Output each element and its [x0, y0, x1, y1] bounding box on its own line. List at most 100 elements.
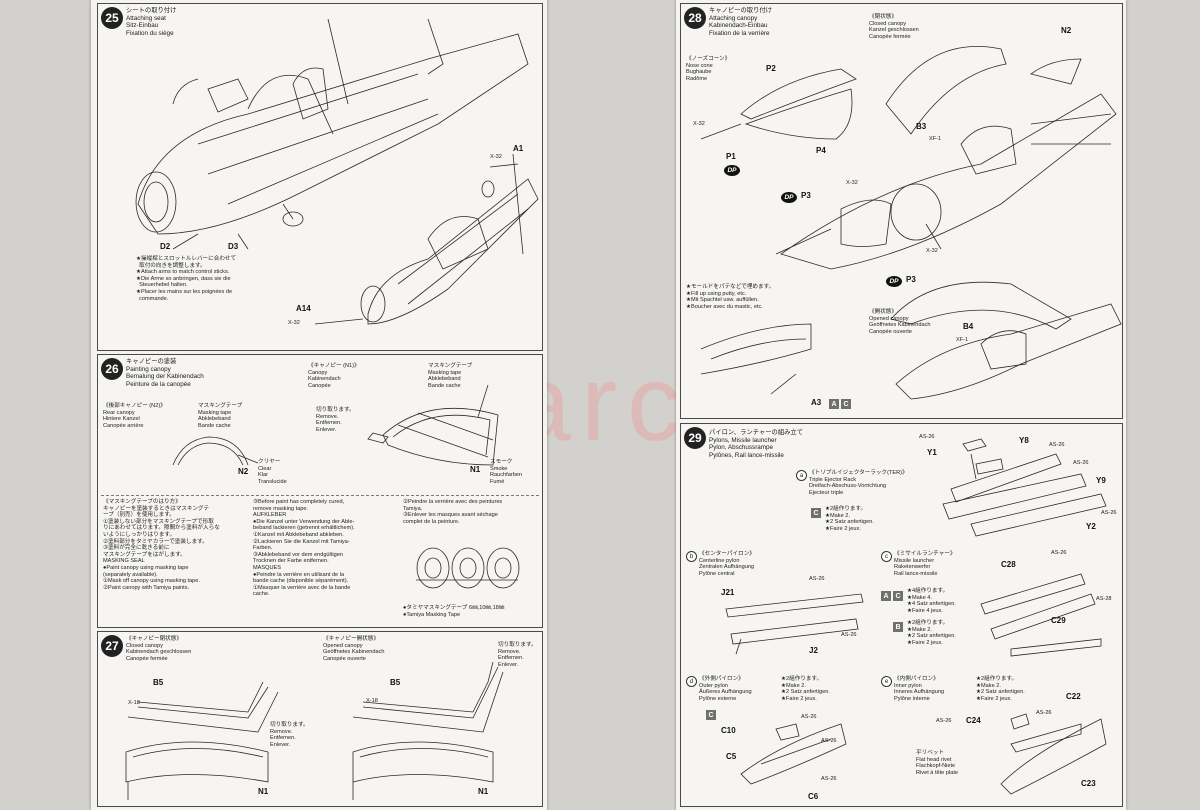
part-label-d3: D3 [228, 242, 239, 251]
opened-canopy-label: 《開状態》 Opened canopy Geöffnetes Kabinenda… [869, 309, 931, 335]
part-label-x32: X-32 [926, 248, 938, 254]
parts-tree-badge-c: C [893, 591, 903, 601]
parts-tree-badge-a: A [881, 591, 891, 601]
part-label-c22: C22 [1066, 692, 1081, 701]
step-number: 27 [101, 635, 123, 657]
masking-tape-label: マスキングテープ Masking tape Abklebeband Bande … [428, 363, 473, 389]
rivet-legend: 平リベット Flat head rivet Flachkopf-Niete Ri… [916, 750, 958, 776]
part-label-n2: N2 [238, 467, 249, 476]
outer-pylon-label: 《外側パイロン》 Outer pylon Äußeres Aufhängung … [699, 676, 752, 702]
part-label-p3: P3 [906, 275, 916, 284]
part-label-xf1: XF-1 [929, 136, 942, 142]
part-label-j21: J21 [721, 588, 735, 597]
part-label-as28: AS-28 [1096, 596, 1112, 602]
step-title: キャノピーの取り付け Attaching canopy Kabinendach-… [709, 7, 772, 37]
part-label-x32: X-32 [693, 121, 705, 127]
step-25-panel: 25 シートの取り付け Attaching seat Sitz-Einbau F… [97, 3, 543, 351]
rear-canopy-label: 《後部キャノピー (N2)》 Rear canopy Hintere Kanze… [103, 403, 166, 429]
make-note: ★2組作ります。 ★Make 2. ★2 Satz anfertigen. ★F… [825, 506, 874, 532]
sub-step-e: e [881, 676, 892, 687]
nose-cone-drawing [700, 45, 1122, 400]
divider [101, 495, 539, 496]
part-label-as26: AS-26 [1049, 442, 1065, 448]
part-label-n1: N1 [258, 787, 269, 796]
closed-canopy-label: 《キャノピー閉状態》 Closed canopy Kabinendach ges… [126, 636, 192, 662]
instruction-page-left: 25 シートの取り付け Attaching seat Sitz-Einbau F… [91, 0, 547, 810]
closed-canopy-label: 《閉状態》 Closed canopy Kanzel geschlossen C… [869, 14, 919, 40]
part-label-b3: B3 [916, 122, 927, 131]
cut-off-note: 切り取ります。 Remove. Entfernen. Enlever. [316, 407, 355, 433]
make-note: ★2組作ります。 ★Make 2. ★2 Satz anfertigen. ★F… [907, 620, 956, 646]
cut-off-note: 切り取ります。 Remove. Entfernen. Enlever. [270, 722, 309, 748]
part-label-c23: C23 [1081, 779, 1096, 788]
inner-pylon-label: 《内側パイロン》 Inner pylon Inneres Aufhängung … [894, 676, 945, 702]
part-label-as26: AS-26 [936, 718, 952, 724]
part-label-n1: N1 [478, 787, 489, 796]
part-label-y9: Y9 [1096, 476, 1106, 485]
sub-step-c: c [881, 551, 892, 562]
part-label-a3: A3 [811, 398, 822, 407]
step-number: 29 [684, 427, 706, 449]
part-label-as26: AS-26 [919, 434, 935, 440]
parts-tree-badge-a: A [829, 399, 839, 409]
instructions-col3: ②Peindre la verrière avec des peintures … [403, 499, 503, 525]
part-label-a14: A14 [296, 304, 311, 313]
make-note: ★2組作ります。 ★Make 2. ★2 Satz anfertigen. ★F… [976, 676, 1025, 702]
instructions-col2: ③Before paint has completely cured, remo… [253, 499, 355, 598]
canopy-drawing [172, 384, 499, 466]
part-label-x32: X-32 [490, 154, 502, 160]
part-label-c10: C10 [721, 726, 736, 735]
part-label-c24: C24 [966, 716, 981, 725]
cut-off-note: 切り取ります。 Remove. Entfernen. Enlever. [498, 642, 537, 668]
sub-step-b: b [686, 551, 697, 562]
part-label-as26: AS-26 [821, 776, 837, 782]
canopy-n1-label: 《キャノピー (N1)》 Canopy Kabinendach Canopée [308, 363, 360, 389]
attach-note: ★操縦桿とスロットルレバーに合わせて 取付の向きを調整します。 ★Attach … [136, 256, 237, 302]
make-note: ★4組作ります。 ★Make 4. ★4 Satz anfertigen. ★F… [907, 588, 956, 614]
part-label-x32: X-32 [288, 320, 300, 326]
putty-note: ★モールドをパテなどで埋めます。 ★Fill up using putty, e… [686, 284, 775, 310]
step-number: 28 [684, 7, 706, 29]
part-label-as26: AS-26 [801, 714, 817, 720]
step-26-panel: 26 キャノピーの塗装 Painting canopy Bemalung der… [97, 354, 543, 628]
part-label-as26: AS-26 [1036, 710, 1052, 716]
part-label-y1: Y1 [927, 448, 937, 457]
nose-cone-label: 《ノーズコーン》 Nose cone Bughaube Radôme [686, 56, 731, 82]
missile-launcher-label: 《ミサイルランチャー》 Missile launcher Raketenwerf… [894, 551, 956, 577]
part-label-b5: B5 [153, 678, 164, 687]
instructions-col1: 《マスキングテープのはり方》 キャノピーを塗装するときはマスキングテ ープ（別売… [103, 499, 220, 591]
part-label-as26: AS-26 [1073, 460, 1089, 466]
sub-step-a: a [796, 470, 807, 481]
part-label-c5: C5 [726, 752, 737, 761]
part-label-p1: P1 [726, 152, 736, 161]
dp-badge: DP [886, 276, 902, 287]
step-28-panel: 28 キャノピーの取り付け Attaching canopy Kabinenda… [680, 3, 1123, 419]
part-label-xf1: XF-1 [956, 337, 969, 343]
tamiya-tape-label: ●タミヤマスキングテープ 6㎜,10㎜,18㎜ ●Tamiya Masking … [403, 605, 505, 618]
smoke-label: スモーク Smoke Rauchfarben Fumé [490, 459, 523, 485]
ter-label: 《トリプルイジェクターラック(TER)》 Triple Ejector Rack… [809, 470, 908, 496]
step-title: シートの取り付け Attaching seat Sitz-Einbau Fixa… [126, 7, 177, 37]
part-label-b5: B5 [390, 678, 401, 687]
step-number: 26 [101, 358, 123, 380]
dp-badge: DP [724, 165, 740, 176]
clear-label: クリヤー Clear Klar Translucide [258, 459, 287, 485]
part-label-x32: X-32 [846, 180, 858, 186]
dp-badge: DP [781, 192, 797, 203]
make-note: ★2組作ります。 ★Make 2. ★2 Satz anfertigen. ★F… [781, 676, 830, 702]
parts-tree-badge-c: C [841, 399, 851, 409]
step-title: パイロン、ランチャーの組み立て Pylons, Missile launcher… [709, 429, 804, 459]
step-title: キャノピーの塗装 Painting canopy Bemalung der Ka… [126, 358, 204, 388]
part-label-c6: C6 [808, 792, 819, 801]
part-label-j2: J2 [809, 646, 818, 655]
part-label-n1: N1 [470, 465, 481, 474]
part-label-as26: AS-26 [821, 738, 837, 744]
canopy-frame-drawing [125, 661, 504, 800]
part-label-y8: Y8 [1019, 436, 1029, 445]
part-label-p3: P3 [801, 191, 811, 200]
step-number: 25 [101, 7, 123, 29]
part-label-p2: P2 [766, 64, 776, 73]
part-label-as26: AS-26 [1101, 510, 1117, 516]
part-label-n2: N2 [1061, 26, 1072, 35]
centerline-pylon-label: 《センターパイロン》 Centerline pylon Zentralen Au… [699, 551, 755, 577]
